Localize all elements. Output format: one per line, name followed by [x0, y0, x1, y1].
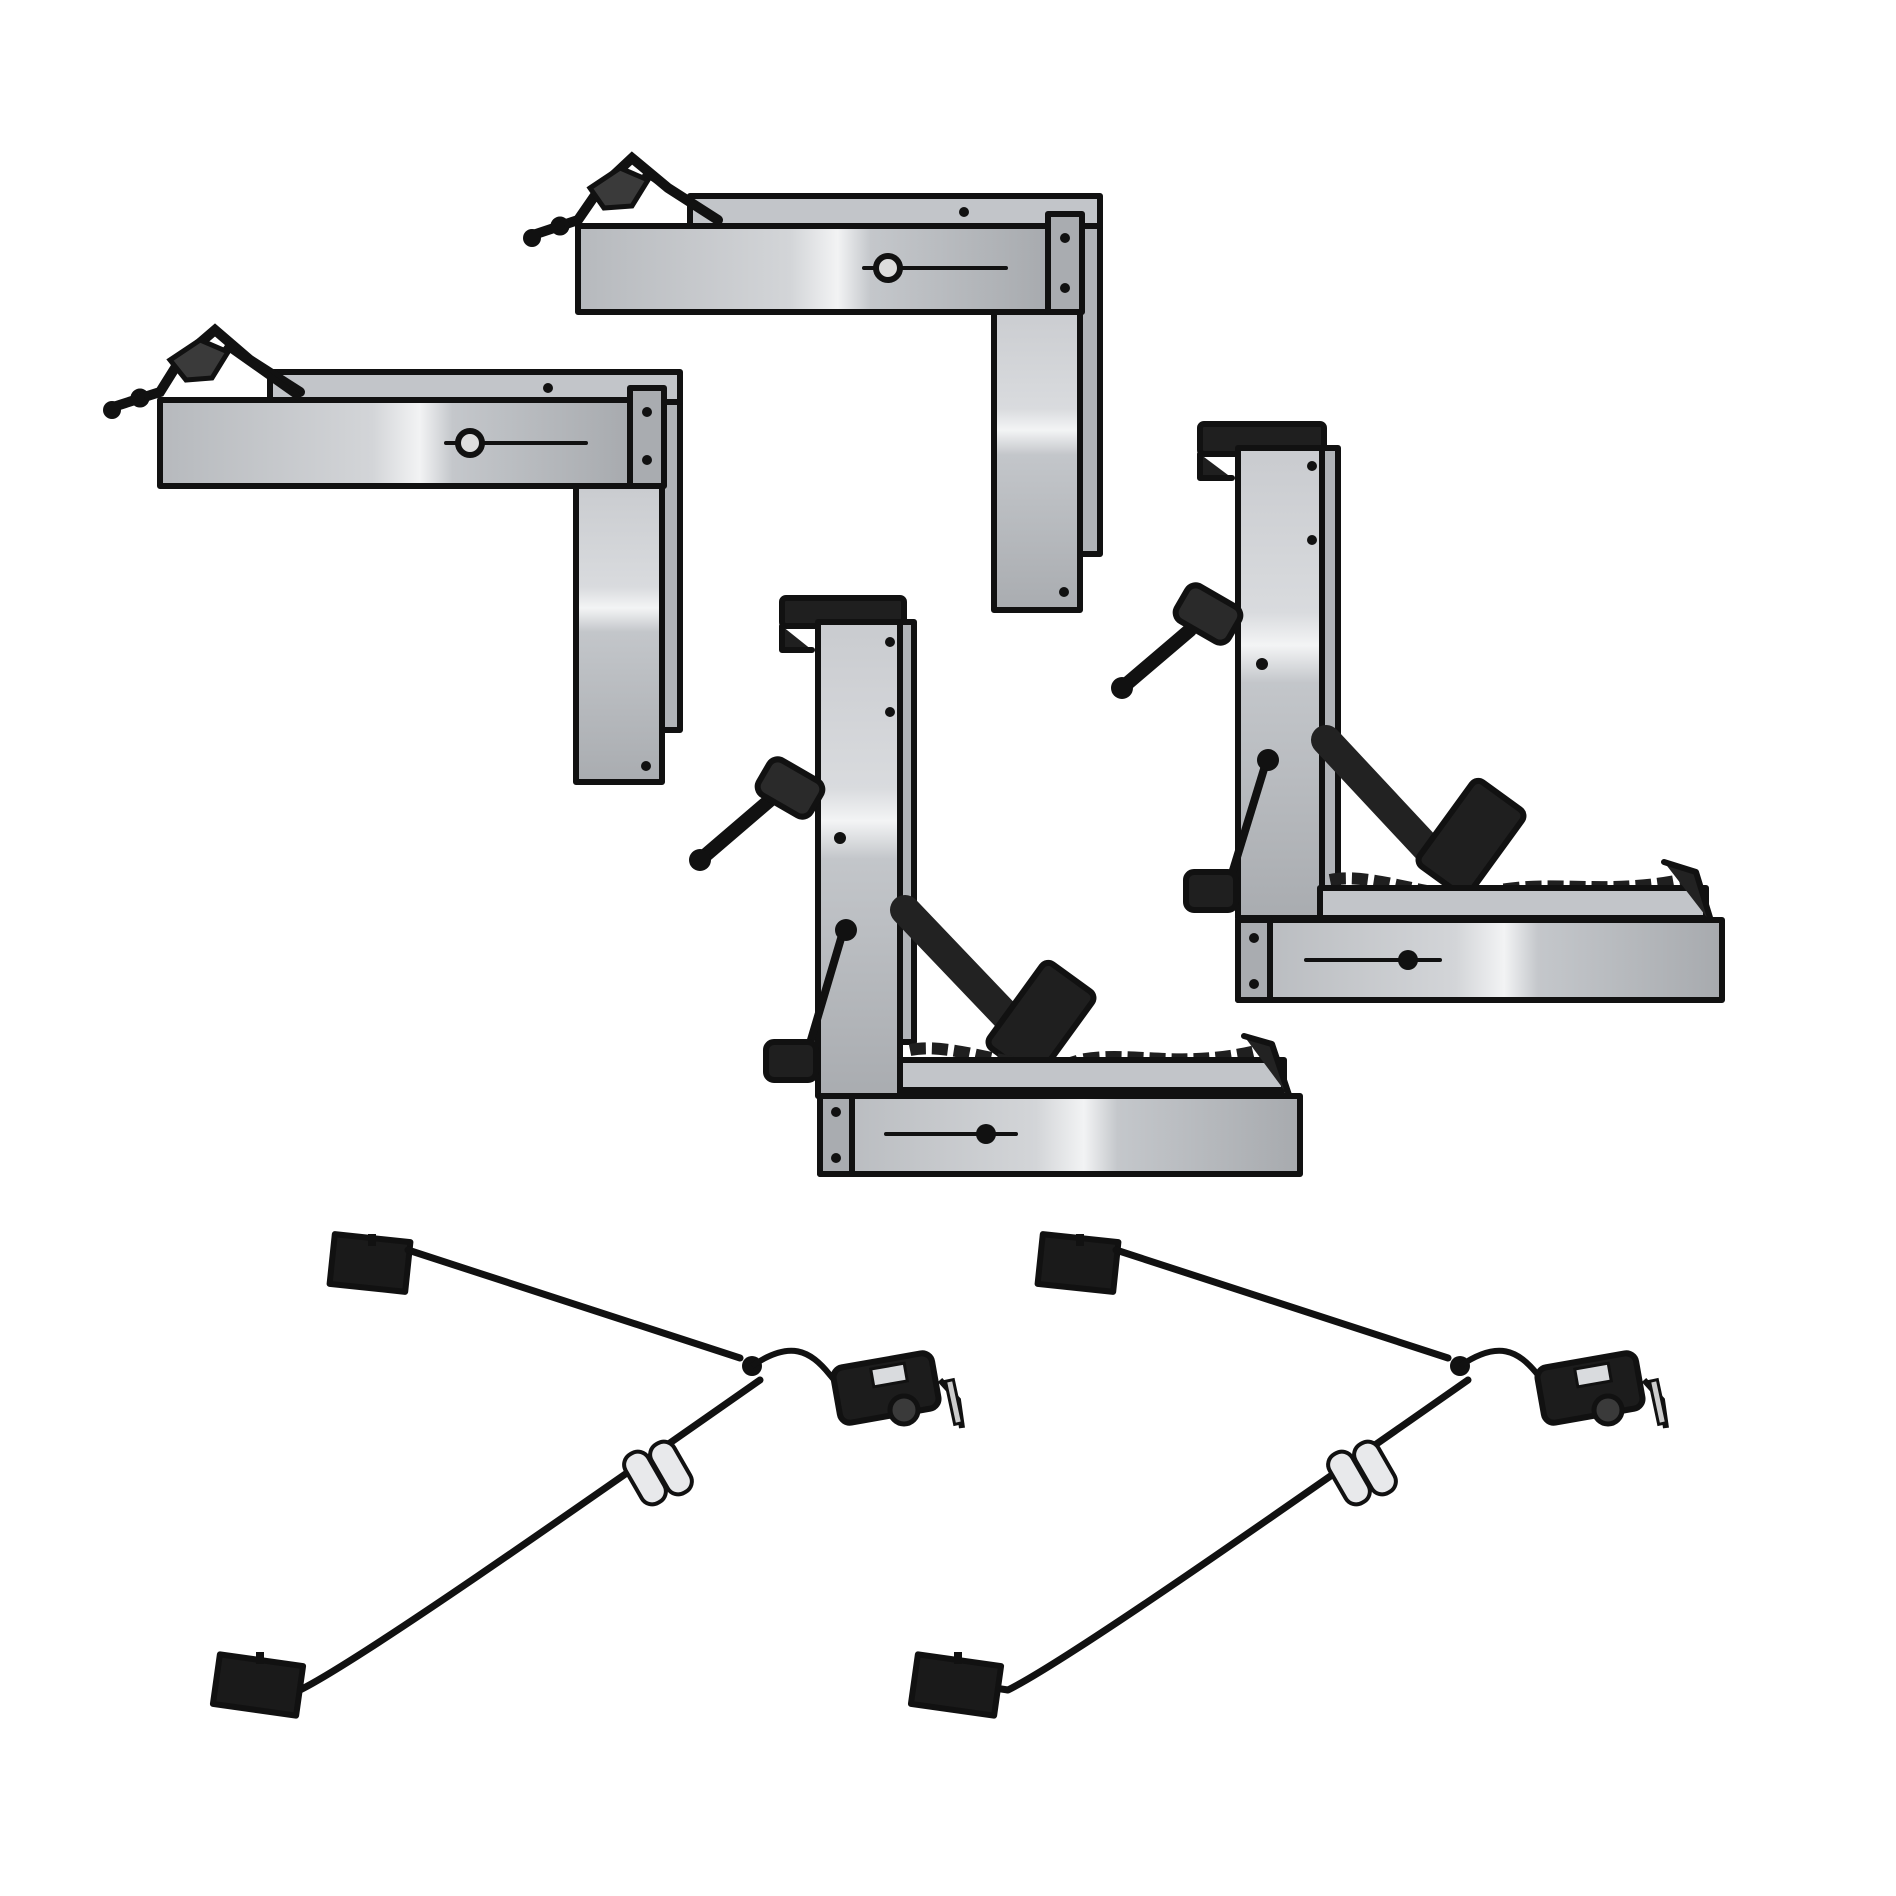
sleeve-clip-icon	[622, 1439, 694, 1507]
diagonal-strut	[890, 895, 1025, 1035]
bolt-icon	[1256, 658, 1268, 670]
bolt-icon	[885, 637, 895, 647]
upper-rod	[1112, 1246, 1452, 1362]
upright-column	[1235, 445, 1325, 921]
bracket-leg	[991, 297, 1083, 613]
bracket-rail-back	[687, 193, 1103, 229]
bolt-icon	[831, 1107, 841, 1117]
ratchet-icon	[830, 1350, 965, 1429]
upper-rod	[404, 1246, 744, 1362]
foot-clamp	[1183, 869, 1239, 913]
ratchet-icon	[1534, 1350, 1669, 1429]
bolt-icon	[1059, 587, 1069, 597]
base-rail-back	[897, 1057, 1287, 1093]
foot-clamp	[763, 1039, 819, 1083]
bolt-icon	[642, 407, 652, 417]
diagonal-strut	[1311, 725, 1453, 875]
upright-bracket-with-clamp-handle	[689, 595, 1303, 1177]
upright-column	[815, 619, 903, 1099]
bolt-icon	[959, 207, 969, 217]
bolt-icon	[1307, 461, 1317, 471]
pivot-pin	[804, 923, 849, 1052]
bolt-icon	[1060, 283, 1070, 293]
bolt-icon	[543, 383, 553, 393]
bracket-leg	[573, 479, 665, 785]
bolt-icon	[1249, 979, 1259, 989]
lower-rod	[296, 1376, 764, 1694]
bolt-icon	[641, 761, 651, 771]
l-bracket-with-chain	[523, 151, 1103, 613]
bolt-icon	[885, 707, 895, 717]
pivot-pin	[1226, 754, 1272, 882]
bolt-icon	[831, 1153, 841, 1163]
bolt-icon	[1249, 933, 1259, 943]
sleeve-clip-icon	[1326, 1439, 1398, 1507]
slot-knob-icon	[1398, 950, 1418, 970]
bolt-icon	[1060, 233, 1070, 243]
slot-knob-icon	[976, 1124, 996, 1144]
lower-rod	[1004, 1376, 1472, 1694]
l-bracket-with-chain	[103, 323, 683, 785]
bolt-icon	[642, 455, 652, 465]
slot-knob-icon	[873, 253, 903, 283]
clamp-block	[1415, 777, 1527, 899]
end-plate	[1045, 211, 1085, 315]
angled-rod-with-ratchet	[209, 1231, 965, 1719]
bolt-icon	[834, 832, 846, 844]
base-rail-back	[1317, 885, 1709, 921]
end-plate	[627, 385, 667, 489]
chain-hook-icon	[103, 323, 305, 419]
slot-knob-icon	[455, 428, 485, 458]
bolt-icon	[1307, 535, 1317, 545]
chain-hook-icon	[523, 151, 723, 247]
lever-handle-icon	[1115, 623, 1197, 695]
angled-rod-with-ratchet	[907, 1231, 1669, 1719]
upright-bracket-with-clamp-handle	[1111, 421, 1725, 1003]
lever-handle-icon	[693, 793, 777, 867]
